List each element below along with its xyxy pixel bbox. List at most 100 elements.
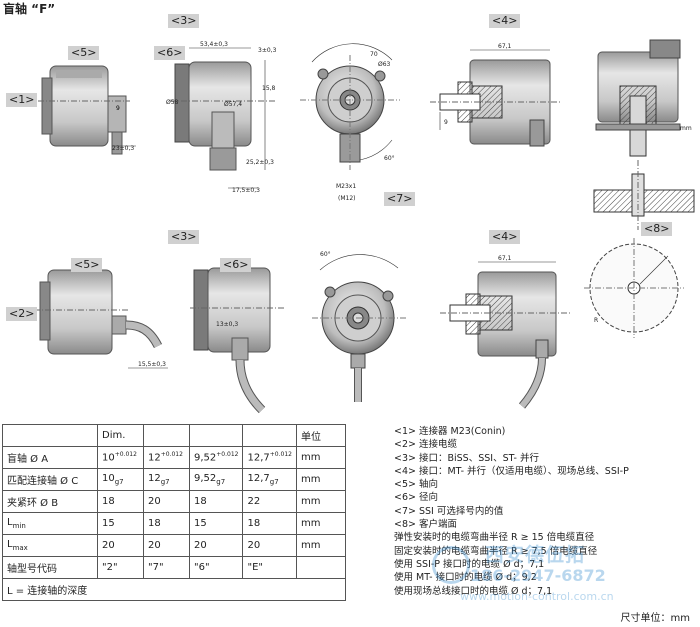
view-tag-7: <7>	[384, 192, 416, 206]
table-row-label: 夹紧环 Ø B	[2, 490, 98, 513]
table-cell: 18	[143, 512, 190, 535]
svg-text:9: 9	[116, 105, 120, 112]
customer-face-view	[584, 238, 684, 338]
table-cell: 20	[188, 534, 244, 557]
legend-item: 弹性安装时的电缆弯曲半径 R ≥ 15 倍电缆直径	[394, 532, 595, 544]
table-cell: 9,52g7	[188, 468, 244, 491]
dim-label: Ø58	[166, 99, 179, 106]
dim-label: 67,1	[498, 43, 512, 50]
table-cell: 15	[97, 512, 144, 535]
legend-item: <2> 连接电缆	[394, 439, 457, 451]
unit-note: 尺寸单位：mm	[620, 613, 690, 624]
table-cell: 18	[188, 490, 244, 513]
table-unit-cell: mm	[295, 490, 346, 513]
table-unit-cell: mm	[295, 446, 346, 469]
table-cell: 10g7	[97, 468, 144, 491]
encoder-front-view-cable	[190, 267, 285, 414]
legend-item: <1> 连接器 M23(Conin)	[394, 426, 506, 437]
table-unit-cell	[295, 556, 346, 579]
legend-item: 使用现场总线接口时的电缆 Ø d；7,1	[394, 585, 553, 597]
view-tag-8: <8>	[641, 222, 673, 236]
dim-label: 9	[444, 119, 448, 126]
encoder-side-view-connector: 9	[38, 65, 136, 155]
dim-label: 17,5±0,3	[232, 187, 260, 194]
dim-label: 53,4±0,3	[200, 41, 228, 48]
table-cell: "6"	[188, 556, 244, 579]
encoder-flange-view-cable	[312, 254, 408, 402]
view-tag-1: <1>	[6, 93, 38, 107]
view-tag-4: <4>	[489, 14, 521, 28]
legend-item: 固定安装时的电缆弯曲半径 R ≥ 7,5 倍电缆直径	[394, 545, 598, 557]
legend-item: <5> 轴向	[394, 479, 438, 491]
table-header-cell: 单位	[295, 424, 346, 447]
dim-label: R	[594, 317, 598, 324]
dim-label: mm	[680, 125, 692, 132]
dim-label: M23x1	[336, 183, 356, 190]
table-unit-cell: mm	[295, 534, 346, 557]
table-row-label: 匹配连接轴 Ø C	[2, 468, 98, 491]
technical-drawings: 9	[34, 39, 695, 414]
encoder-section-view-cable	[440, 261, 570, 409]
table-cell: 12,7+0.012	[242, 446, 297, 469]
table-row-label: 轴型号代码	[2, 556, 98, 579]
table-row-label: Lmin	[2, 512, 98, 535]
legend-item: <3> 接口：BiSS、SSI、ST- 并行	[394, 452, 539, 464]
table-cell: 12,7g7	[242, 468, 297, 491]
table-footer-row: L = 连接轴的深度	[2, 578, 346, 601]
dim-label: 60°	[320, 251, 331, 258]
dim-label: 13±0,3	[216, 321, 238, 328]
table-cell: "E"	[242, 556, 297, 579]
encoder-section-view	[430, 49, 560, 147]
table-row-label: Lmax	[2, 534, 98, 557]
table-cell: 12+0.012	[143, 446, 190, 469]
encoder-flange-view	[300, 43, 400, 170]
table-header-cell: Dim.	[97, 424, 144, 447]
table-header-cell	[242, 424, 297, 447]
table-header-row: Dim. 单位	[2, 424, 346, 447]
encoder-mounted-view	[593, 39, 695, 230]
view-tag-3: <3>	[168, 14, 200, 28]
dim-label: 23±0,3	[112, 145, 134, 152]
view-tag-2: <2>	[6, 307, 38, 321]
page-title: 盲轴 “F”	[3, 2, 56, 16]
legend-item: <6> 径向	[394, 492, 438, 504]
legend-item: 使用 SSI-P 接口时的电缆 Ø d；7,1	[394, 558, 545, 570]
legend-item: <8> 客户端面	[394, 519, 457, 531]
table-row-label: 盲轴 Ø A	[2, 446, 98, 469]
dim-label: 15,8	[262, 85, 276, 92]
table-cell: 22	[242, 490, 297, 513]
legend-list: <1> 连接器 M23(Conin) <2> 连接电缆<3> 接口：BiSS、SS…	[394, 425, 629, 598]
table-cell: 18	[97, 490, 144, 513]
table-cell: 10+0.012	[97, 446, 144, 469]
table-cell: 20	[143, 490, 190, 513]
table-cell: 15	[188, 512, 244, 535]
dim-label: 67,1	[498, 255, 512, 262]
view-tag-4: <4>	[489, 230, 521, 244]
dim-label: 3±0,3	[258, 47, 277, 54]
legend-item: 使用 MT- 接口时的电缆 Ø d；9,2	[394, 572, 537, 584]
table-cell: 18	[242, 512, 297, 535]
legend-item: <7> SSI 可选择号内的值	[394, 505, 504, 517]
dim-label: 15,5±0,3	[138, 361, 166, 368]
table-footer: L = 连接轴的深度	[2, 578, 346, 601]
encoder-front-view-radial	[170, 47, 275, 189]
dim-label: 60°	[384, 155, 395, 162]
table-unit-cell: mm	[295, 512, 346, 535]
table-cell: 20	[242, 534, 297, 557]
dim-label: 70	[370, 51, 378, 58]
dim-label: Ø63	[378, 61, 391, 68]
view-tag-5: <5>	[68, 46, 100, 60]
dim-label: 25,2±0,3	[246, 159, 274, 166]
table-header-cell	[143, 424, 190, 447]
view-tag-6: <6>	[154, 46, 186, 60]
view-tag-5: <5>	[71, 258, 103, 272]
table-cell: 9,52+0.012	[188, 446, 244, 469]
table-cell: 20	[97, 534, 144, 557]
table-header-cell	[188, 424, 244, 447]
